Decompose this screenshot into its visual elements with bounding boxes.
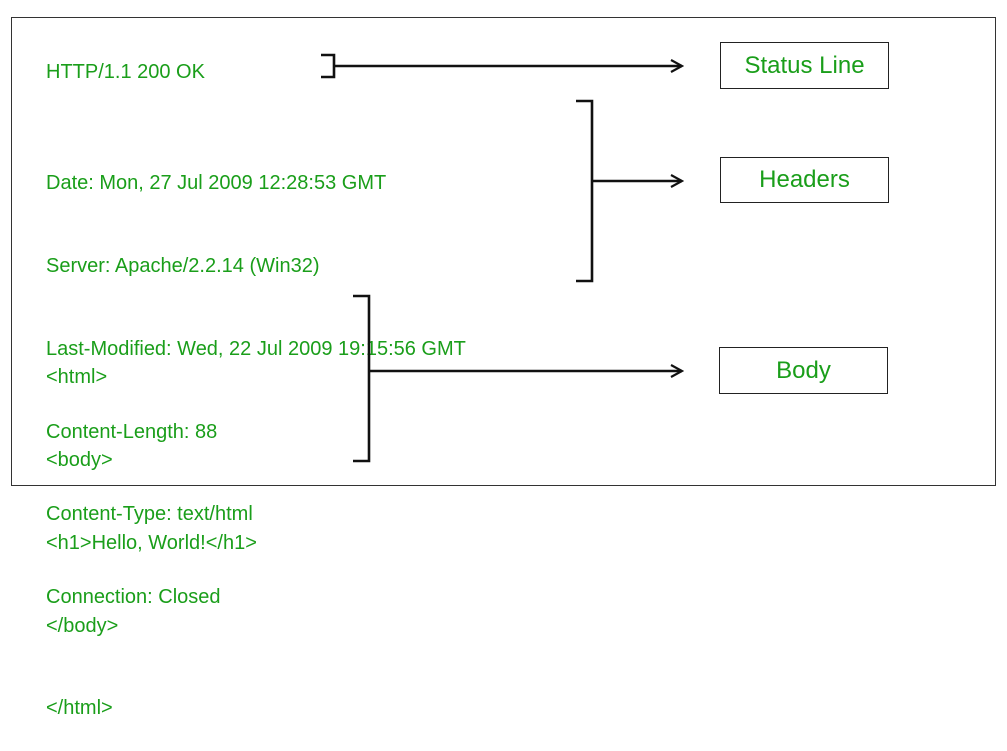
header-line: Server: Apache/2.2.14 (Win32) <box>46 254 320 277</box>
body-lines: <html> <body> <h1>Hello, World!</h1> </b… <box>46 309 257 751</box>
body-line: <body> <box>46 448 113 471</box>
body-line: <html> <box>46 366 108 389</box>
header-line: Last-Modified: Wed, 22 Jul 2009 19:15:56… <box>46 337 466 360</box>
status-line-text: HTTP/1.1 200 OK <box>46 61 205 83</box>
body-line: </html> <box>46 697 113 720</box>
header-line: Content-Length: 88 <box>46 420 218 443</box>
status-line-label: Status Line <box>720 42 889 89</box>
header-line: Date: Mon, 27 Jul 2009 12:28:53 GMT <box>46 172 387 195</box>
body-line: </body> <box>46 614 119 637</box>
headers-label: Headers <box>720 157 889 203</box>
body-label: Body <box>719 347 888 394</box>
diagram-frame <box>11 17 996 486</box>
body-line: <h1>Hello, World!</h1> <box>46 531 257 554</box>
